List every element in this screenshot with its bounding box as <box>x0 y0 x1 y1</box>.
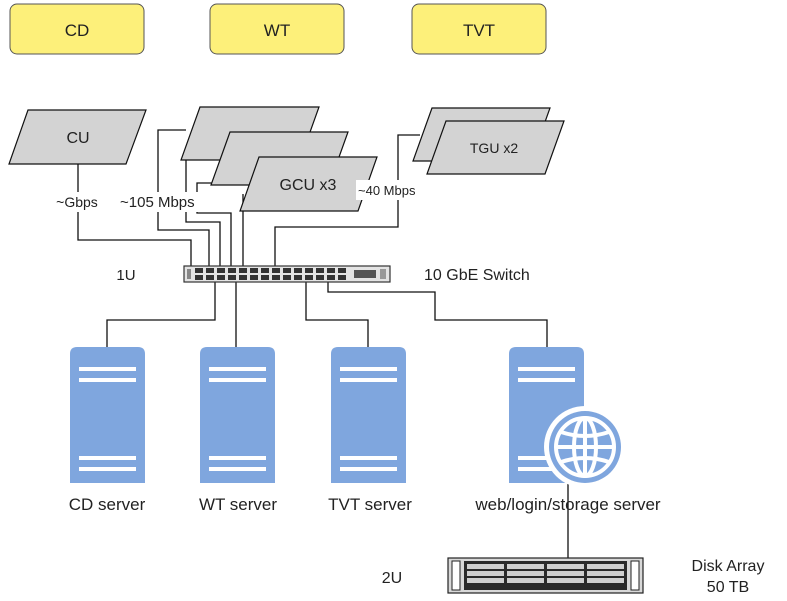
gcu-rate-label: ~105 Mbps <box>120 194 195 211</box>
link-rate-tgu: ~40 Mbps <box>356 180 432 200</box>
switch-label: 10 GbE Switch <box>424 267 530 284</box>
cd-server-label: CD server <box>69 495 146 514</box>
gcu-unit-front <box>239 156 378 212</box>
group-label-wt: WT <box>264 21 290 40</box>
wt-server-icon <box>200 347 275 483</box>
group-box-wt: WT <box>209 3 345 55</box>
gcu-label: GCU x3 <box>280 177 337 194</box>
tgu-rate-label: ~40 Mbps <box>358 183 416 198</box>
tgu-unit-front <box>426 120 565 175</box>
disk-array-label: Disk Array <box>692 558 765 575</box>
gcu-unit-stack: GCU x3 <box>180 106 378 212</box>
switch-ports <box>195 268 346 280</box>
web-server-label: web/login/storage server <box>474 495 661 514</box>
cd-server-icon <box>70 347 145 483</box>
link-rate-cu: ~Gbps <box>46 192 108 212</box>
group-box-cd: CD <box>9 3 145 55</box>
group-label-cd: CD <box>65 21 90 40</box>
switch-rack-size: 1U <box>116 267 135 284</box>
group-box-tvt: TVT <box>411 3 547 55</box>
cu-label: CU <box>66 130 89 147</box>
link-rate-gcu: ~105 Mbps <box>118 192 214 212</box>
disk-array-rack-size: 2U <box>382 570 402 587</box>
disk-array-icon <box>447 557 644 594</box>
globe-icon <box>544 406 626 488</box>
tvt-server-label: TVT server <box>328 495 412 514</box>
disk-array-capacity: 50 TB <box>707 579 749 596</box>
tgu-label: TGU x2 <box>470 140 518 156</box>
cu-unit: CU <box>8 109 147 165</box>
network-switch <box>183 265 391 283</box>
wt-server-label: WT server <box>199 495 277 514</box>
group-label-tvt: TVT <box>463 21 495 40</box>
cu-rate-label: ~Gbps <box>56 194 98 210</box>
tgu-unit-stack: TGU x2 <box>412 107 565 175</box>
tvt-server-icon <box>331 347 406 483</box>
